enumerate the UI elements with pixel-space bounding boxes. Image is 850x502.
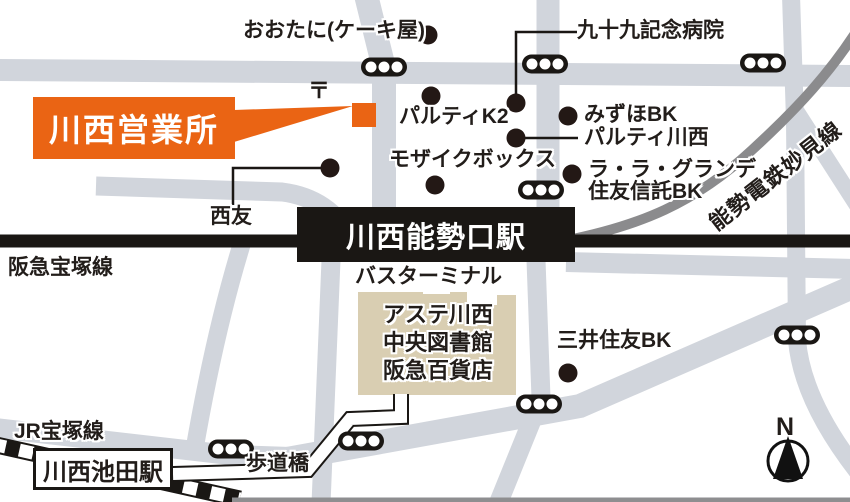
traffic-signal-icon xyxy=(516,394,562,414)
label-jr-line: JR宝塚線 xyxy=(14,420,104,443)
office-callout-pointer xyxy=(234,106,353,142)
leader-tsukumo xyxy=(514,30,577,96)
office-name: 川西営業所 xyxy=(48,112,219,148)
road-right-branch xyxy=(790,107,850,210)
dot-la-la-grande xyxy=(562,164,582,184)
pedestrian-bridge-path xyxy=(172,394,409,482)
traffic-signal-icon xyxy=(774,325,820,345)
nose-line-track xyxy=(562,31,850,246)
dot-parti-kawanishi xyxy=(506,128,526,148)
road-southwest-curve xyxy=(185,237,252,454)
building-line-2: 中央図書館 xyxy=(382,330,493,355)
traffic-signals xyxy=(208,53,820,459)
label-hankyu-line: 阪急宝塚線 xyxy=(8,256,113,279)
traffic-signal-icon xyxy=(338,431,384,451)
post-office-icon: 〒 xyxy=(308,78,331,103)
road-below-station-left xyxy=(311,259,341,502)
dot-ootani xyxy=(418,25,438,45)
road-east-horizontal xyxy=(565,252,850,279)
label-bus-terminal: バスターミナル xyxy=(355,265,502,288)
building-line-3: 阪急百貨店 xyxy=(382,358,493,383)
aste-building xyxy=(358,292,516,395)
dot-seiyu xyxy=(320,158,340,178)
ikeda-station-name: 川西池田駅 xyxy=(43,458,163,486)
dot-mizuho xyxy=(558,106,578,126)
traffic-signal-icon xyxy=(361,57,407,77)
dot-parti-k2 xyxy=(421,86,441,106)
traffic-signal-icon xyxy=(522,54,568,74)
aste-building-label: アステ川西 中央図書館 阪急百貨店 xyxy=(360,301,516,385)
label-seiyu: 西友 xyxy=(210,205,252,228)
label-pedestrian-bridge: 歩道橋 xyxy=(246,452,309,475)
label-smbc: 三井住友BK xyxy=(557,329,672,352)
dot-smbc xyxy=(558,363,578,383)
traffic-signal-icon xyxy=(740,53,786,73)
compass-north-label: N xyxy=(776,413,795,441)
label-ootani: おおたに(ケーキ屋) xyxy=(243,19,425,42)
traffic-signal-icon xyxy=(518,180,564,200)
dot-tsukumo xyxy=(506,93,526,113)
road-top-horizontal xyxy=(0,59,850,87)
office-location-marker xyxy=(352,103,376,127)
compass-icon xyxy=(766,436,810,483)
bus-terminal-structures xyxy=(362,261,527,305)
label-parti-k2: パルティK2 xyxy=(399,105,509,128)
ikeda-station-box: 川西池田駅 xyxy=(33,448,173,490)
label-parti-kawanishi: パルティ川西 xyxy=(584,126,709,149)
leader-seiyu xyxy=(231,166,322,205)
dot-mosaic-box xyxy=(425,175,445,195)
noseguchi-station-name: 川西能勢口駅 xyxy=(345,221,526,254)
label-mizuho-bank: みずほBK xyxy=(584,103,678,126)
label-la-la-grande: ラ・ラ・グランデ xyxy=(588,158,756,181)
label-sumitomo-trust: 住友信託BK xyxy=(588,180,703,203)
noseguchi-station-box: 川西能勢口駅 xyxy=(297,207,575,262)
office-callout: 川西営業所 xyxy=(33,97,235,159)
label-mosaic-box: モザイクボックス xyxy=(389,148,556,171)
label-tsukumo-hospital: 九十九記念病院 xyxy=(577,19,724,42)
leader-lines xyxy=(231,30,578,205)
building-line-1: アステ川西 xyxy=(382,302,493,327)
landmark-dots xyxy=(320,25,582,383)
traffic-signal-icon xyxy=(208,439,254,459)
